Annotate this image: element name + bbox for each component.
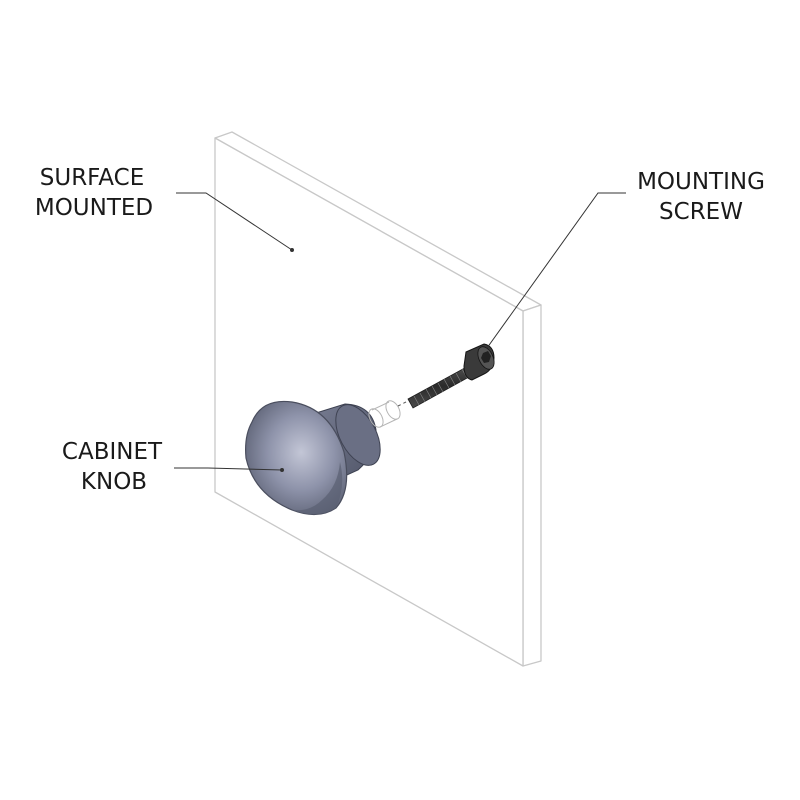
assembly-axis-line <box>397 399 411 407</box>
knob-dome <box>245 400 348 516</box>
leader-lines <box>174 192 626 472</box>
callout-labels: SURFACE MOUNTED MOUNTING SCREW CABINET K… <box>35 165 765 495</box>
screw-label-line1: MOUNTING <box>637 169 765 195</box>
knob-leader <box>174 467 283 471</box>
mounting-panel <box>214 131 542 667</box>
surface-label-line1: SURFACE <box>40 165 144 191</box>
knob-label-line1: CABINET <box>62 439 163 465</box>
screw-leader <box>486 192 626 349</box>
screw-label-line2: SCREW <box>659 199 743 225</box>
surface-leader <box>176 192 293 251</box>
knob-label-line2: KNOB <box>81 469 147 495</box>
panel-front-face <box>214 137 524 667</box>
mounting-screw <box>407 343 495 409</box>
panel-right-edge <box>522 304 542 667</box>
panel-hole <box>368 400 401 428</box>
surface-label-line2: MOUNTED <box>35 195 153 221</box>
